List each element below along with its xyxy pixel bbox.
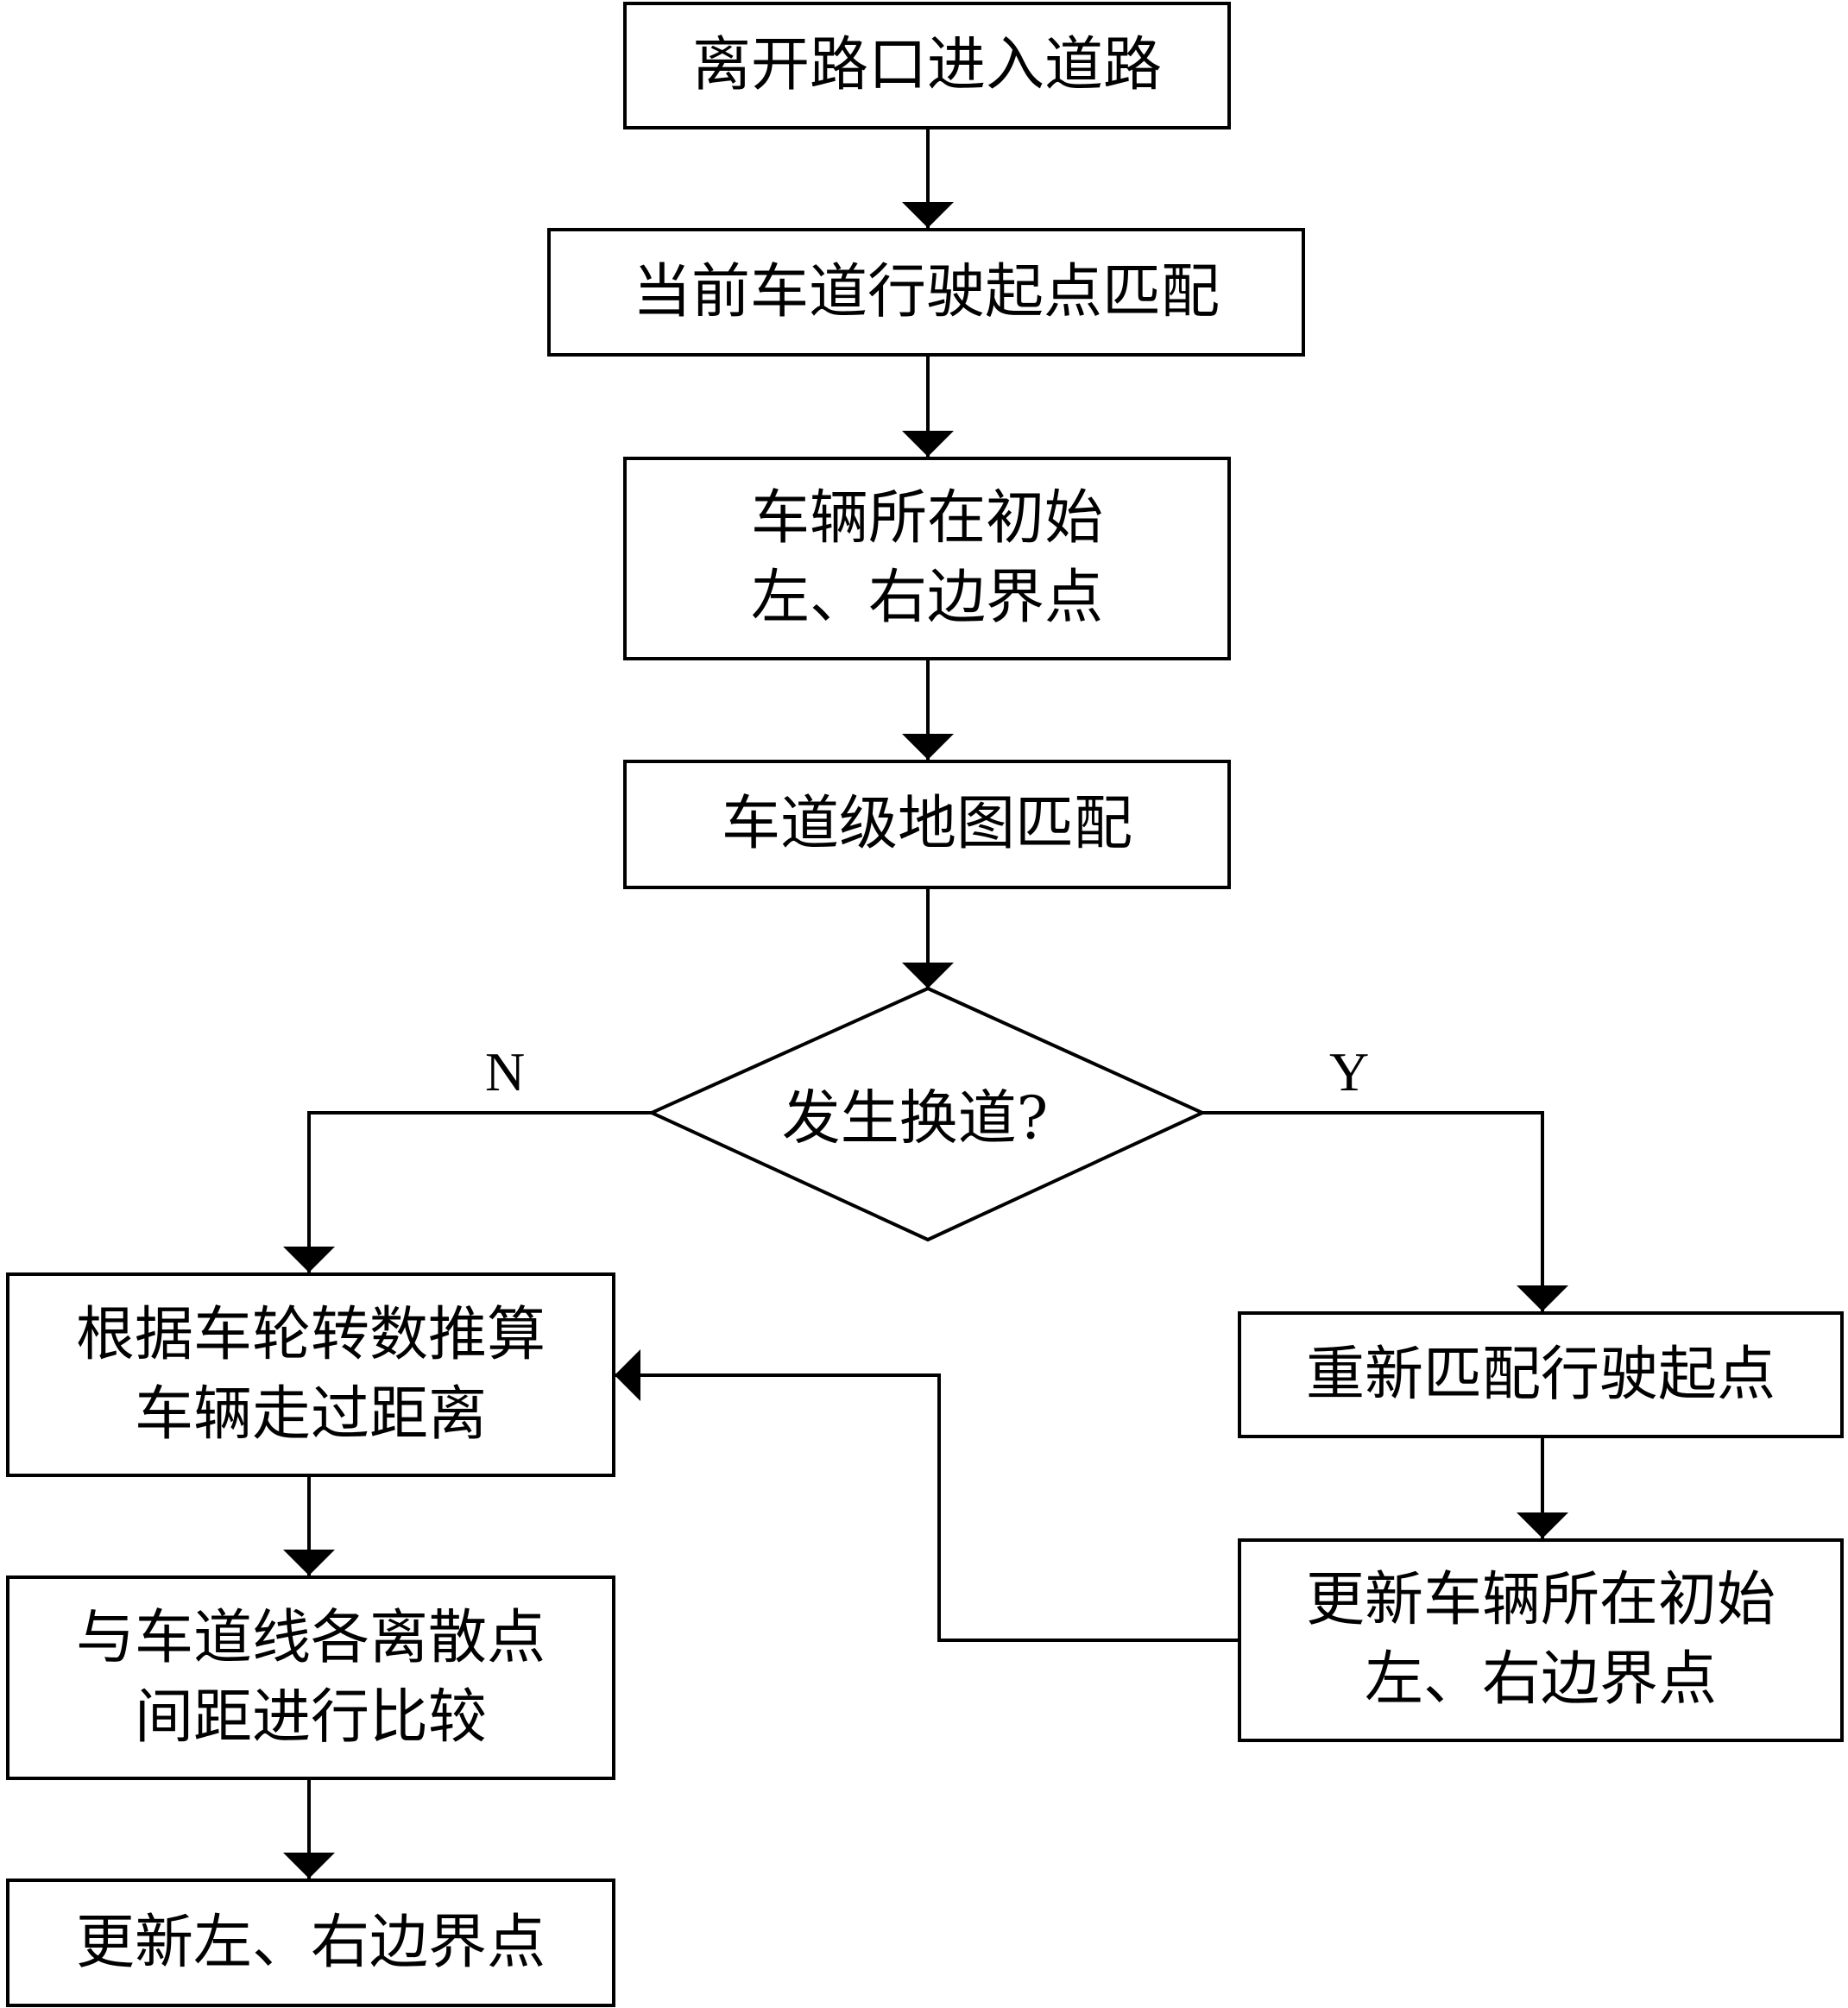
node-text: 当前车道行驶起点匹配 [632, 257, 1220, 326]
node-text-line-1: 与车道线各离散点 [75, 1603, 546, 1672]
branch-label-yes: Y [1329, 1041, 1370, 1102]
edge-feedback-loop [615, 1349, 1238, 1642]
node-text-line-1: 根据车轮转数推算 [75, 1300, 546, 1369]
node-text-line-1: 车辆所在初始 [750, 484, 1103, 553]
node-text-line-2: 车辆走过距离 [134, 1380, 487, 1449]
node-text: 车道级地图匹配 [721, 790, 1132, 858]
node-text: 重新匹配行驶起点 [1305, 1340, 1775, 1409]
decision-diamond [647, 986, 1207, 1242]
decision-text: 发生换道? [781, 1084, 1049, 1153]
node-compare-distance: 与车道线各离散点 间距进行比较 [6, 1575, 615, 1780]
node-text-line-2: 间距进行比较 [134, 1683, 487, 1752]
branch-label-no: N [485, 1041, 526, 1102]
node-text-line-2: 左、右边界点 [750, 564, 1103, 632]
node-update-boundary: 更新左、右边界点 [6, 1879, 615, 2007]
node-update-initial-boundary: 更新车辆所在初始 左、右边界点 [1238, 1538, 1844, 1742]
node-estimate-distance: 根据车轮转数推算 车辆走过距离 [6, 1272, 615, 1477]
node-text-line-1: 更新车辆所在初始 [1305, 1566, 1775, 1634]
node-initial-boundary: 车辆所在初始 左、右边界点 [623, 457, 1231, 660]
edge-decision-no [283, 1111, 652, 1272]
node-rematch-start: 重新匹配行驶起点 [1238, 1311, 1844, 1438]
node-leave-intersection: 离开路口进入道路 [623, 2, 1231, 129]
node-text: 更新左、右边界点 [75, 1908, 546, 1977]
node-start-point-match: 当前车道行驶起点匹配 [547, 228, 1305, 357]
edge-decision-yes [1202, 1111, 1568, 1311]
node-text: 离开路口进入道路 [691, 31, 1162, 99]
node-lane-map-match: 车道级地图匹配 [623, 760, 1231, 889]
node-text-line-2: 左、右边界点 [1364, 1645, 1717, 1714]
